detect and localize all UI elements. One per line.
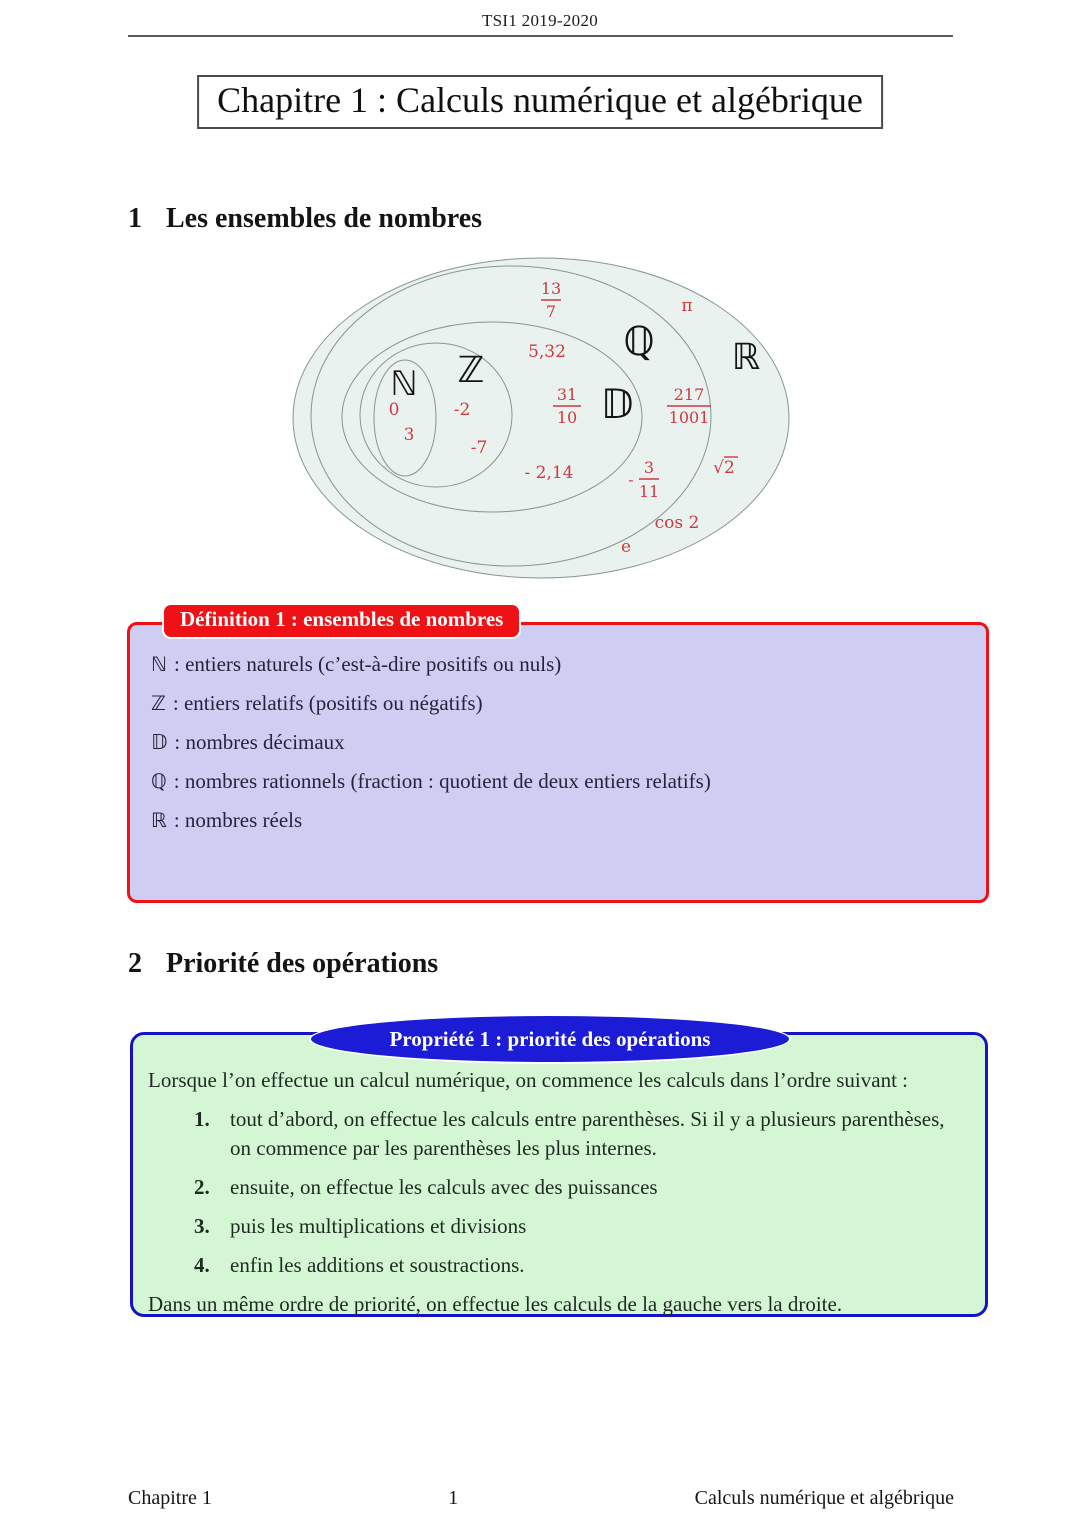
item-number: 3. [194, 1214, 210, 1238]
number-minus-2-14: - 2,14 [525, 463, 574, 483]
number-zero: 0 [389, 400, 400, 420]
set-symbol: ℕ [151, 652, 168, 676]
item-number: 4. [194, 1253, 210, 1277]
set-symbol: ℤ [151, 691, 166, 715]
number-sqrt2: √2 [713, 458, 735, 478]
set-label-Z: ℤ [458, 350, 485, 391]
definition-text: : entiers naturels (c’est-à-dire positif… [174, 652, 562, 676]
set-symbol: 𝔻 [151, 730, 168, 754]
definition-item: ℕ: entiers naturels (c’est-à-dire positi… [151, 651, 966, 677]
number-cos2: cos 2 [655, 513, 700, 533]
definition-item: 𝔻: nombres décimaux [151, 729, 966, 755]
fraction-minus-3-11: - 3 11 [628, 458, 659, 501]
set-ellipse-Z [359, 342, 513, 488]
footer-right: Calculs numérique et algébrique [694, 1487, 954, 1509]
running-header: TSI1 2019-2020 [481, 11, 599, 30]
fraction-31-10: 31 10 [553, 385, 581, 427]
set-label-N: ℕ [390, 364, 417, 404]
section-title: Priorité des opérations [166, 948, 439, 979]
section-title: Les ensembles de nombres [166, 203, 483, 234]
property-content: Lorsque l’on effectue un calcul numériqu… [148, 1066, 984, 1319]
property-item: 3. puis les multiplications et divisions [148, 1212, 984, 1241]
svg-text:13: 13 [541, 279, 561, 298]
definition-text: : nombres décimaux [174, 730, 345, 754]
section-heading-1: 1 Les ensembles de nombres [128, 203, 482, 235]
fraction-217-1001: 217 1001 [667, 385, 711, 427]
svg-text:217: 217 [674, 385, 705, 404]
svg-text:1001: 1001 [669, 408, 710, 427]
property-item: 1. tout d’abord, on effectue les calculs… [148, 1105, 984, 1163]
item-text: puis les multiplications et divisions [230, 1214, 527, 1238]
fraction-13-7: 13 7 [541, 279, 561, 321]
svg-text:-: - [628, 470, 633, 489]
definition-item: ℤ: entiers relatifs (positifs ou négatif… [151, 690, 966, 716]
set-label-D: 𝔻 [601, 382, 634, 428]
svg-text:31: 31 [557, 385, 577, 404]
definition-item: ℝ: nombres réels [151, 807, 966, 833]
definition-text: : nombres rationnels (fraction : quotien… [173, 769, 711, 793]
number-sets-diagram: ℕ ℤ 𝔻 ℚ ℝ 0 3 -2 -7 5,32 - 2,14 π √2 cos… [292, 257, 790, 579]
set-ellipse-Q [310, 265, 712, 567]
definition-box: ℕ: entiers naturels (c’est-à-dire positi… [127, 622, 989, 903]
set-symbol: ℚ [151, 769, 167, 793]
chapter-title: Chapitre 1 : Calculs numérique et algébr… [197, 75, 883, 129]
svg-text:7: 7 [546, 302, 556, 321]
section-heading-2: 2 Priorité des opérations [128, 948, 438, 980]
definition-items: ℕ: entiers naturels (c’est-à-dire positi… [130, 625, 986, 833]
number-5-32: 5,32 [528, 342, 566, 362]
property-box [130, 1032, 988, 1317]
set-ellipse-N [373, 359, 437, 477]
item-text: enfin les additions et soustractions. [230, 1253, 525, 1277]
number-minus-two: -2 [454, 400, 471, 420]
number-e: e [621, 537, 631, 557]
property-item: 2. ensuite, on effectue les calculs avec… [148, 1173, 984, 1202]
footer-left: Chapitre 1 [128, 1487, 212, 1509]
svg-text:3: 3 [644, 458, 654, 477]
definition-text: : nombres réels [173, 808, 303, 832]
number-minus-seven: -7 [471, 438, 488, 458]
number-three: 3 [404, 425, 415, 445]
property-outro: Dans un même ordre de priorité, on effec… [148, 1292, 843, 1316]
set-symbol: ℝ [151, 808, 167, 832]
set-label-R: ℝ [732, 337, 761, 378]
property-intro: Lorsque l’on effectue un calcul numériqu… [148, 1068, 909, 1092]
item-number: 1. [194, 1107, 210, 1131]
section-number: 2 [128, 948, 142, 979]
item-text: ensuite, on effectue les calculs avec de… [230, 1175, 658, 1199]
item-number: 2. [194, 1175, 210, 1199]
definition-box-title: Définition 1 : ensembles de nombres [162, 603, 522, 639]
set-label-Q: ℚ [623, 319, 654, 365]
set-ellipse-D [341, 321, 643, 513]
property-box-title: Propriété 1 : priorité des opérations [309, 1014, 791, 1064]
set-ellipse-R [292, 257, 790, 579]
definition-item: ℚ: nombres rationnels (fraction : quotie… [151, 768, 966, 794]
footer-page-number: 1 [448, 1487, 459, 1509]
section-number: 1 [128, 203, 142, 234]
number-pi: π [681, 296, 692, 316]
page-footer: Chapitre 1 1 Calculs numérique et algébr… [128, 1487, 954, 1510]
property-item: 4. enfin les additions et soustractions. [148, 1251, 984, 1280]
header-rule [128, 35, 953, 37]
svg-text:11: 11 [639, 482, 659, 501]
definition-text: : entiers relatifs (positifs ou négatifs… [172, 691, 483, 715]
item-text: tout d’abord, on effectue les calculs en… [230, 1107, 945, 1160]
svg-text:10: 10 [557, 408, 577, 427]
